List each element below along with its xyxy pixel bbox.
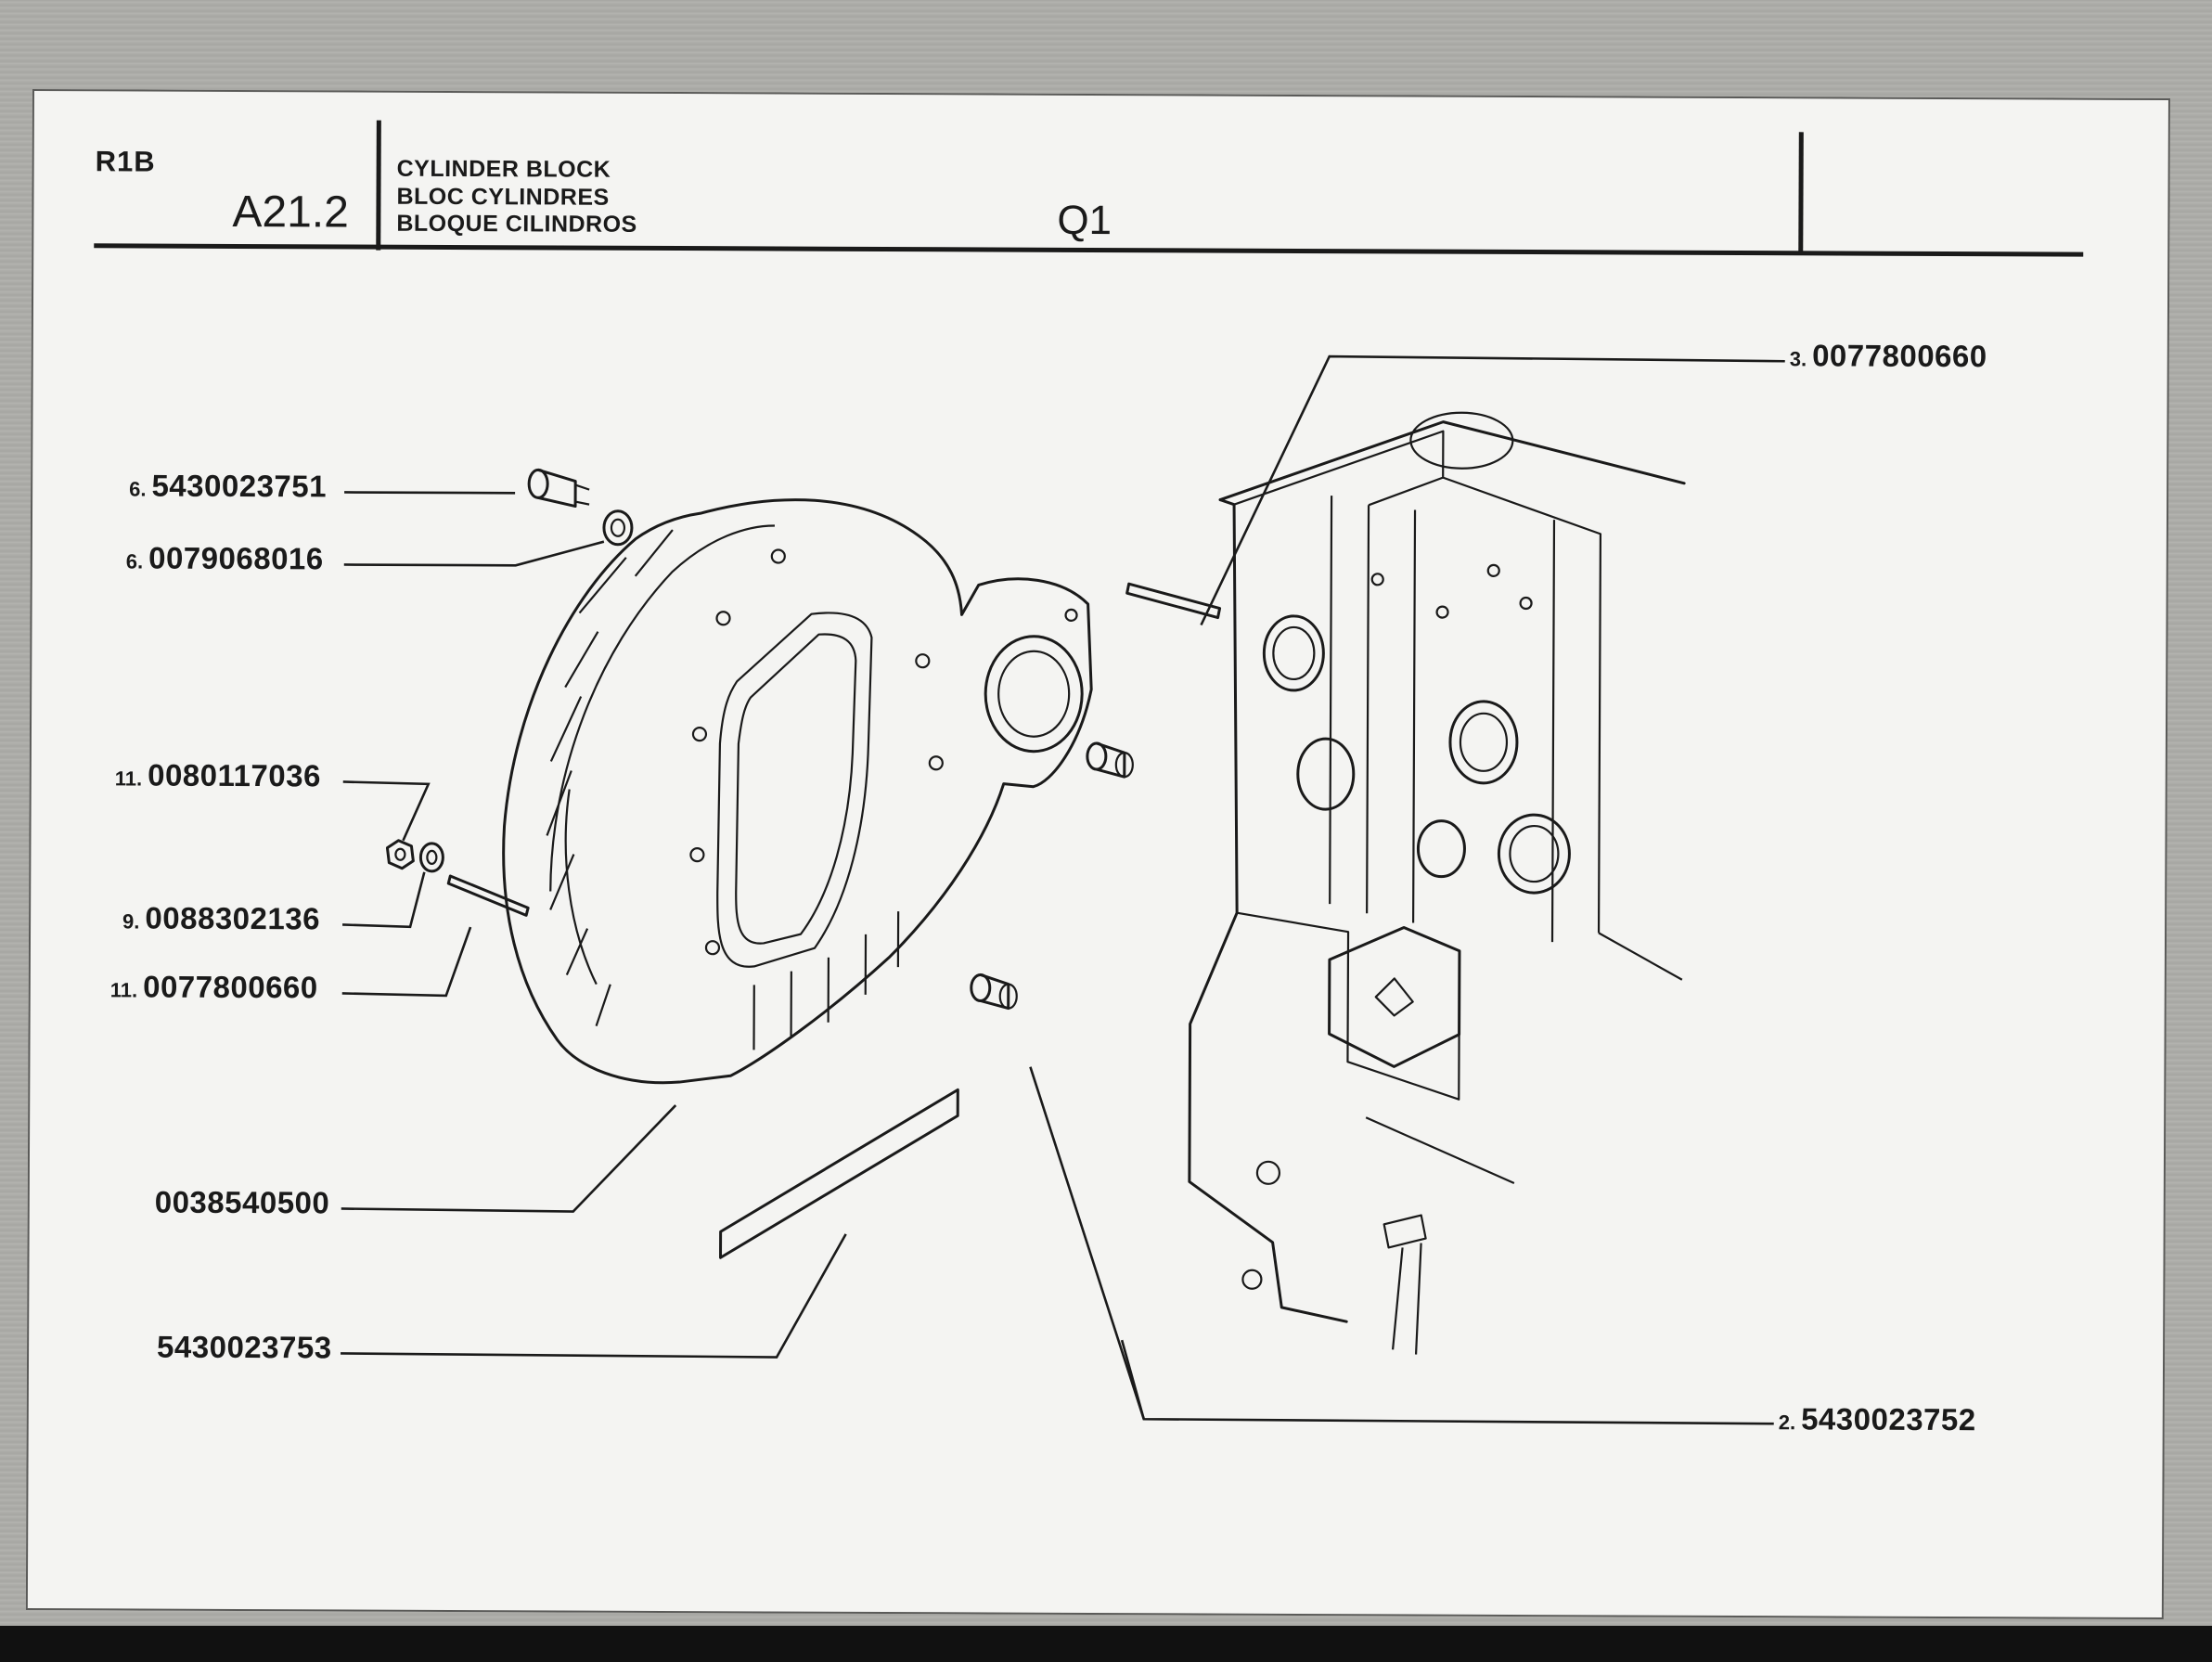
washer-small-part <box>418 842 444 873</box>
flywheel-housing-part <box>502 498 1093 1085</box>
parts-catalog-sheet: R1B A21.2 CYLINDER BLOCK BLOC CYLINDRES … <box>25 89 2170 1620</box>
stud-block-part <box>1125 582 1222 620</box>
leader-lines <box>341 354 1785 1425</box>
stud-left-part <box>446 874 530 917</box>
dowel-lower-part <box>970 973 1018 1011</box>
gasket-strip-part <box>719 1088 959 1259</box>
screw-part <box>527 468 590 509</box>
nut-part <box>385 839 415 870</box>
scan-bottom-edge <box>0 1626 2212 1662</box>
cylinder-block-part <box>1188 411 1686 1355</box>
dowel-upper-part <box>1086 741 1134 779</box>
exploded-parts-drawing <box>341 354 1785 1425</box>
washer-part <box>602 509 634 547</box>
